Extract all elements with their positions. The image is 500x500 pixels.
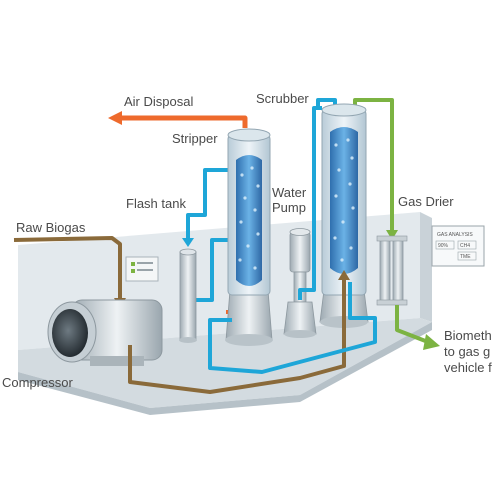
stripper-label: Stripper: [172, 131, 218, 146]
floor-front-edge: [18, 322, 432, 415]
gas-analysis-ch4-label: CH4: [460, 243, 470, 249]
packing-droplets: [238, 138, 355, 270]
flash-tank: [179, 248, 197, 343]
gas-analysis-title: GAS ANALYSIS: [437, 232, 473, 238]
biomethane-output-pipe: [395, 305, 429, 344]
gas-analysis-ch4-value: 90%: [438, 243, 449, 249]
arrow-icon: [386, 230, 398, 240]
gas-analysis-tme-label: TME: [460, 254, 471, 260]
arrow-icon: [108, 111, 122, 125]
water-pump-feed-pipe: [298, 106, 322, 300]
biomethane-label-line2: to gas g: [444, 344, 491, 359]
gas-drier-label: Gas Drier: [398, 194, 454, 209]
gas-drier: [376, 235, 408, 306]
arrow-icon: [182, 238, 194, 247]
water-pipe-stripper-top: [186, 168, 230, 238]
biomethane-label-line1: Biometh: [444, 328, 492, 343]
compressor-label: Compressor: [2, 375, 73, 390]
water-return-pipe: [208, 282, 377, 374]
raw-biogas-label: Raw Biogas: [16, 220, 86, 235]
raw-biogas-pipe: [13, 236, 122, 300]
scrubber-column: [319, 103, 369, 328]
side-wall: [420, 212, 432, 322]
scrubber-label: Scrubber: [256, 91, 309, 106]
water-pump-label-line1: Water: [272, 185, 307, 200]
flash-tank-label: Flash tank: [126, 196, 186, 211]
water-pipe-flash-to-stripper: [192, 238, 232, 302]
arrow-icon: [423, 334, 440, 350]
gas-analysis-panel: GAS ANALYSIS 90% CH4 TME: [431, 225, 485, 267]
arrow-icon: [338, 270, 350, 280]
biomethane-label-line3: vehicle f: [444, 360, 492, 375]
air-disposal-pipe: [120, 115, 248, 128]
water-pump-label-line2: Pump: [272, 200, 306, 215]
compressor: [47, 299, 163, 366]
product-gas-pipe-top: [353, 98, 394, 232]
air-disposal-label: Air Disposal: [124, 94, 194, 109]
floor: [18, 318, 432, 408]
control-panel: [125, 256, 159, 282]
stripper-column: [225, 128, 273, 346]
water-pump: [283, 228, 317, 338]
